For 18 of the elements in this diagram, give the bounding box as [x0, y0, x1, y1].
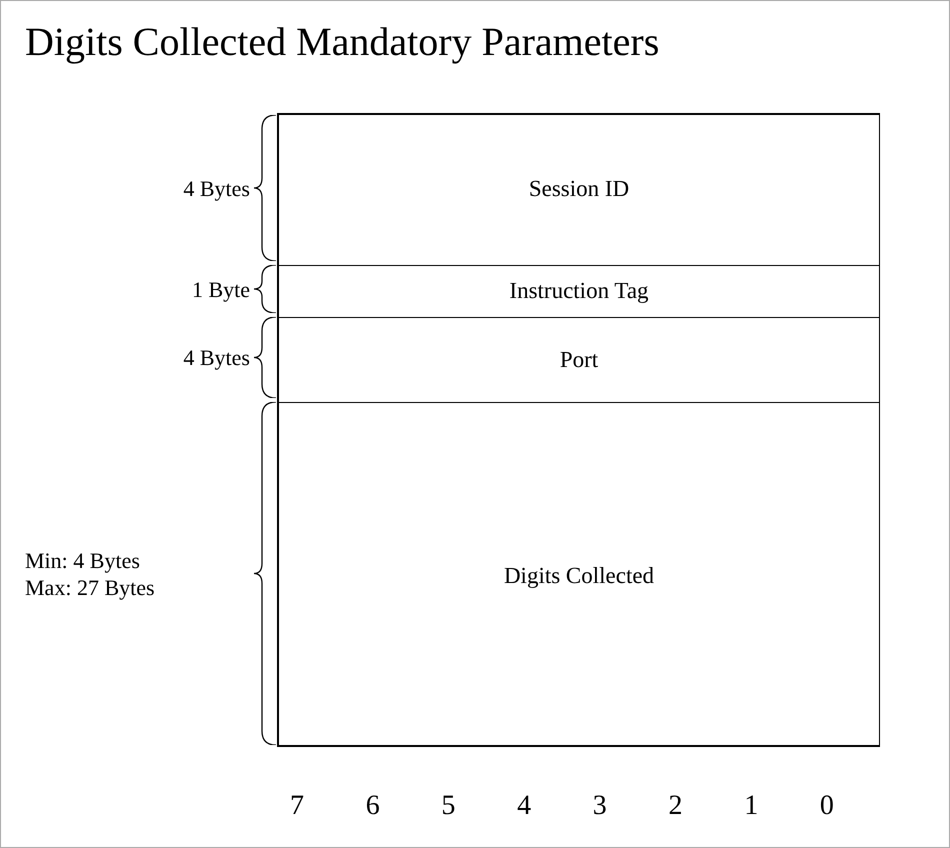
- bit-number: 6: [364, 790, 381, 822]
- bit-number: 3: [592, 790, 608, 822]
- bit-number: 5: [440, 790, 456, 822]
- size-label: Max: 27 Bytes: [25, 574, 155, 600]
- bit-number: 7: [289, 790, 305, 822]
- field-name: Port: [558, 346, 600, 372]
- field-name: Digits Collected: [502, 562, 656, 588]
- size-label: 4 Bytes: [183, 344, 250, 371]
- bit-number: 2: [668, 790, 684, 822]
- field-name: Instruction Tag: [508, 278, 650, 304]
- size-label: 4 Bytes: [183, 174, 250, 202]
- bit-number: 0: [818, 790, 835, 822]
- size-label: Min: 4 Bytes: [25, 546, 140, 574]
- field-name: Session ID: [528, 176, 630, 202]
- bit-number: 4: [516, 790, 532, 822]
- size-label: 1 Byte: [192, 276, 250, 302]
- diagram-title: Digits Collected Mandatory Parameters: [25, 18, 660, 65]
- bit-number: 1: [743, 790, 760, 822]
